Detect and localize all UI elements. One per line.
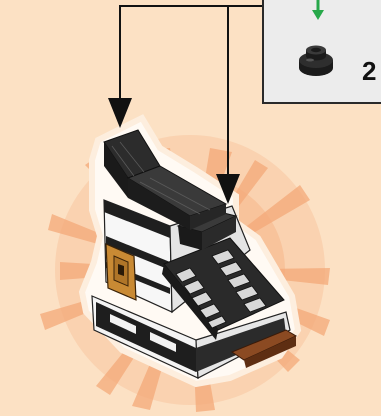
callout-graphics	[264, 0, 381, 106]
part-count-label: 2	[362, 58, 376, 84]
green-arrow-icon	[312, 0, 324, 20]
parts-callout	[262, 0, 381, 104]
round-plate-2x2-icon	[299, 46, 333, 77]
